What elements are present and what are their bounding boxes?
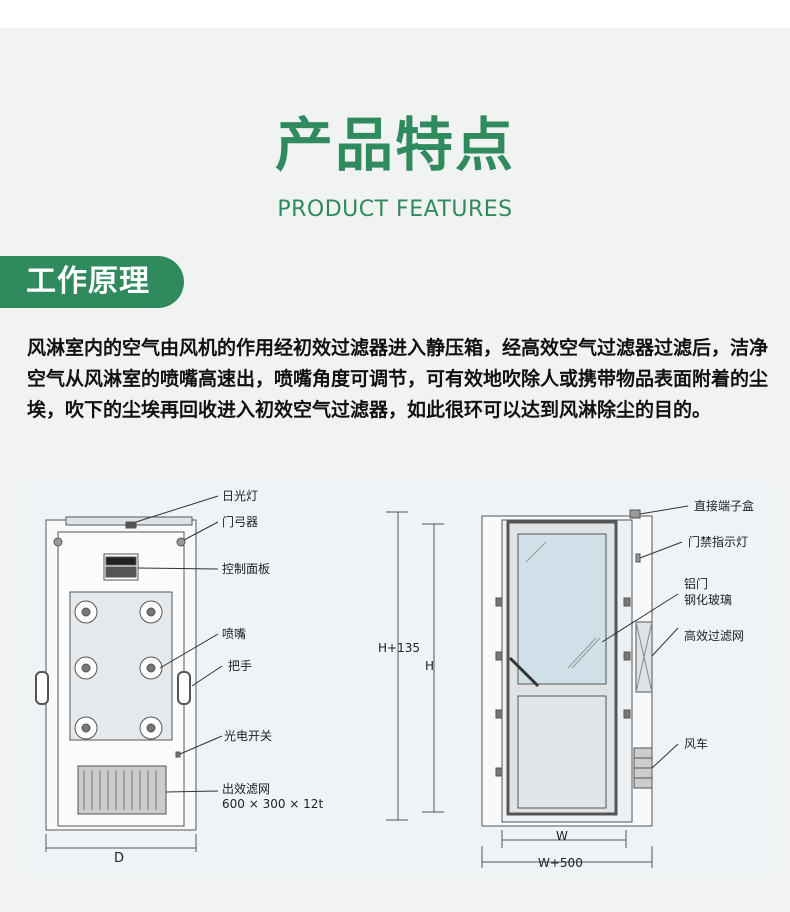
dim-w-inner: W [556,829,568,843]
label-filter-size: 600 × 300 × 12t [222,797,323,811]
label-door-line2: 钢化玻璃 [684,593,732,607]
dim-h-inner: H [425,659,434,673]
dim-h-outer: H+135 [378,641,420,655]
label-door-line1: 铝门 [684,576,708,591]
dim-w-outer: W+500 [538,856,583,870]
label-access-light: 门禁指示灯 [688,534,748,549]
nozzle-icons [74,600,163,740]
label-door-closer: 门弓器 [222,514,258,529]
label-hepa: 高效过滤网 [684,628,744,643]
label-nozzle: 喷嘴 [222,627,246,641]
front-leaders [135,495,223,793]
label-handle: 把手 [228,659,252,673]
label-outlet-filter: 出效滤网 [222,781,270,796]
label-control-panel: 控制面板 [222,562,270,576]
label-light: 日光灯 [222,489,258,503]
dim-d: D [114,851,124,866]
page-subtitle: PRODUCT FEATURES [277,197,513,222]
technical-diagram: 日光灯 门弓器 控制面板 喷嘴 把手 光电开关 出效滤网 600 × 300 ×… [26,482,770,874]
label-fan: 风车 [684,736,708,751]
page-title: 产品特点 [274,111,515,179]
label-junction-box: 直接端子盒 [694,498,754,513]
label-photo-switch: 光电开关 [224,729,272,743]
working-principle-text: 风淋室内的空气由风机的作用经初效过滤器进入静压箱，经高效空气过滤器过滤后，洁净空… [27,337,769,421]
top-strip [0,0,790,28]
front-view [35,516,197,852]
section-tab: 工作原理 [0,256,184,308]
side-leaders [601,505,689,769]
diagram-svg: 日光灯 门弓器 控制面板 喷嘴 把手 光电开关 出效滤网 600 × 300 ×… [35,489,754,870]
section-tab-label: 工作原理 [26,264,150,299]
side-view [386,509,653,868]
